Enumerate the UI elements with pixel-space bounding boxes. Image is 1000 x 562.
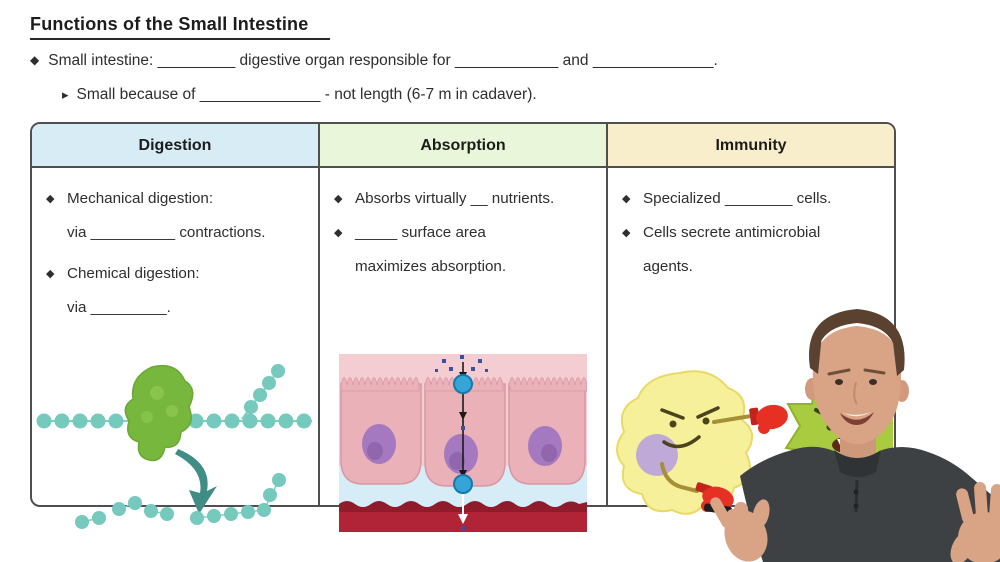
immunity-text-1: Specialized ________ cells. — [643, 190, 832, 207]
triangle-bullet-icon: ▸ — [62, 87, 69, 102]
instructor-photo — [600, 300, 1000, 562]
enzyme-digestion-illustration — [36, 358, 314, 540]
immunity-text-2: Cells secrete antimicrobial — [643, 224, 821, 241]
header-absorption: Absorption — [320, 124, 606, 168]
main-bullet-text: Small intestine: _________ digestive org… — [48, 52, 718, 69]
immunity-line-2: ◆ Cells secrete antimicrobial — [622, 216, 884, 250]
diamond-bullet-icon: ◆ — [46, 193, 55, 205]
cell-digestion: ◆ Mechanical digestion: via __________ co… — [32, 168, 318, 529]
transporter-protein — [453, 474, 473, 494]
cell-absorption: ◆ Absorbs virtually __ nutrients. ◆ _____ … — [320, 168, 606, 532]
digestion-line-2: via __________ contractions. — [67, 224, 266, 241]
header-immunity: Immunity — [608, 124, 894, 168]
nutrient-dots — [435, 355, 488, 372]
immunity-line-3: agents. — [643, 258, 693, 275]
absorption-line-1: ◆ Absorbs virtually __ nutrients. — [334, 182, 596, 216]
header-digestion: Digestion — [32, 124, 318, 168]
page-title: Functions of the Small Intestine — [30, 14, 331, 40]
arrow-down-icon — [175, 449, 217, 514]
hand-with-clicker — [703, 497, 770, 562]
absorption-text-1: Absorbs virtually __ nutrients. — [355, 190, 555, 207]
right-hand — [950, 482, 1000, 562]
digestion-line-4: via _________. — [67, 299, 171, 316]
functions-table: Digestion ◆ Mechanical digestion: via ___… — [30, 122, 896, 532]
diamond-bullet-icon: ◆ — [622, 227, 631, 239]
diamond-bullet-icon: ◆ — [334, 227, 343, 239]
diamond-bullet-icon: ◆ — [46, 268, 55, 280]
diamond-bullet-icon: ◆ — [334, 193, 343, 205]
immunity-line-1: ◆ Specialized ________ cells. — [622, 182, 884, 216]
sub-bullet-small-because: ▸ Small because of ______________ - not l… — [62, 86, 537, 104]
main-bullet-small-intestine: ◆ Small intestine: _________ digestive or… — [30, 52, 718, 70]
absorption-line-3: maximizes absorption. — [355, 258, 507, 275]
digestion-line-3: ◆ Chemical digestion: — [46, 257, 308, 291]
digestion-text-1: Mechanical digestion: — [67, 190, 214, 207]
epithelium-absorption-illustration — [339, 354, 587, 532]
column-digestion: Digestion ◆ Mechanical digestion: via ___… — [32, 124, 318, 529]
diamond-bullet-icon: ◆ — [622, 193, 631, 205]
transporter-protein — [453, 374, 473, 394]
column-absorption: Absorption ◆ Absorbs virtually __ nutrien… — [318, 124, 606, 532]
sub-bullet-text: Small because of ______________ - not le… — [76, 86, 537, 103]
immune-cell — [616, 370, 788, 515]
absorption-line-2: ◆ _____ surface area — [334, 216, 596, 250]
digestion-text-3: Chemical digestion: — [67, 265, 200, 282]
absorption-text-2: _____ surface area — [355, 224, 486, 241]
digestion-line-1: ◆ Mechanical digestion: — [46, 182, 308, 216]
boxing-glove-punch — [749, 404, 788, 434]
diamond-bullet-icon: ◆ — [30, 53, 40, 67]
